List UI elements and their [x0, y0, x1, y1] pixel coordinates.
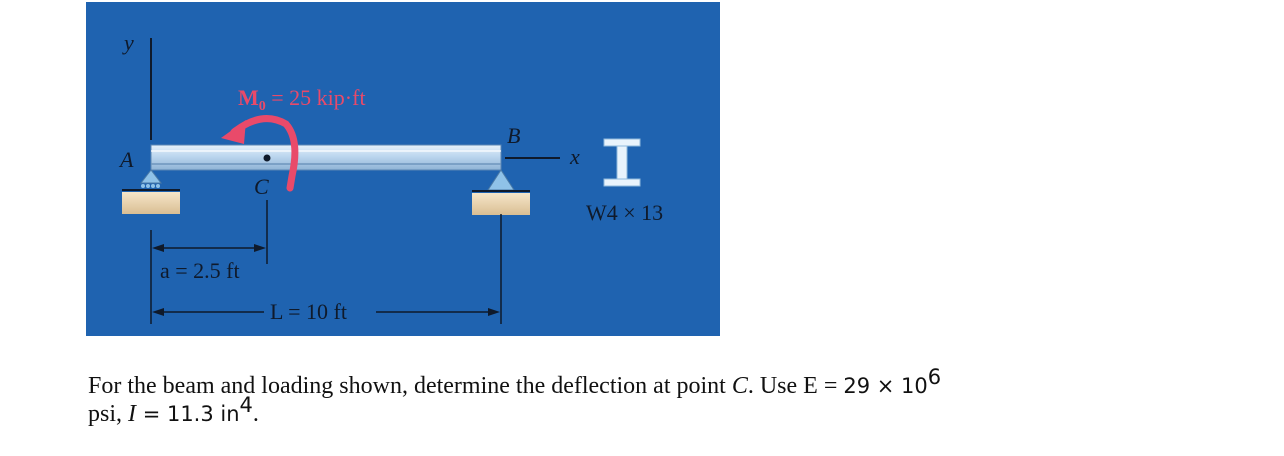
problem-text: . Use E = [747, 373, 844, 399]
moment-arrow [230, 115, 299, 192]
inertia-symbol: I [128, 401, 137, 427]
moment-arrowhead [221, 120, 246, 144]
modulus-exponent: 6 [927, 365, 942, 389]
section-label: W4 × 13 [586, 200, 663, 225]
support-a-roller [156, 184, 160, 188]
problem-line-1: For the beam and loading shown, determin… [88, 367, 1208, 400]
inertia-exponent: 4 [239, 393, 253, 417]
problem-line-2: psi, I = 11.3 in4. [88, 395, 1208, 428]
beam-diagram: y M0 = 25 kip·ft A B x C [86, 2, 720, 336]
support-a-triangle [139, 169, 163, 184]
point-a-label: A [118, 147, 134, 172]
dim-a-arrow-left [152, 244, 164, 252]
support-a-base [122, 192, 180, 214]
x-axis-label: x [569, 144, 580, 169]
point-b-label: B [507, 123, 520, 148]
inertia-value: = 11.3 in [136, 402, 240, 426]
dim-l-label: L = 10 ft [270, 299, 347, 324]
dim-l-arrow-left [152, 308, 164, 316]
beam [150, 144, 502, 171]
y-axis-label: y [122, 30, 134, 55]
support-a-roller [141, 184, 145, 188]
dim-l-arrow-right [488, 308, 500, 316]
point-c-label: C [254, 174, 269, 199]
modulus-value: 29 × 10 [843, 374, 928, 398]
point-c-ref: C [731, 373, 748, 399]
point-c-dot [263, 154, 271, 162]
dim-a-arrow-right [254, 244, 266, 252]
support-a-roller [151, 184, 155, 188]
support-a-roller [146, 184, 150, 188]
problem-text: . [252, 401, 259, 427]
dim-a-label: a = 2.5 ft [160, 258, 240, 283]
problem-statement: For the beam and loading shown, determin… [88, 367, 1208, 428]
beam-figure: y M0 = 25 kip·ft A B x C [86, 2, 720, 336]
i-beam-section-icon [603, 138, 641, 187]
problem-text: psi, [88, 401, 129, 427]
moment-label: M0 = 25 kip·ft [238, 85, 366, 114]
problem-text: For the beam and loading shown, determin… [88, 373, 732, 399]
support-b-base [472, 193, 530, 215]
